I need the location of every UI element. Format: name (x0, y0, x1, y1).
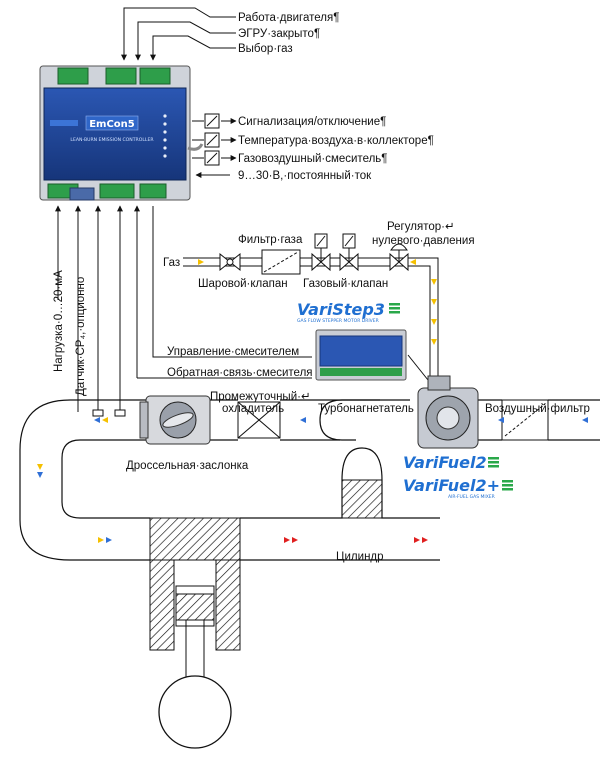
air-filter-icon (501, 399, 549, 441)
varifuel2-brand: VariFuel2 (403, 453, 487, 472)
mixer-feedback-label: Обратная·связь·смесителя (167, 367, 313, 379)
varistep-driver (315, 329, 407, 381)
ball-valve-icon (219, 252, 241, 272)
throttle-label: Дроссельная·заслонка (126, 460, 249, 472)
ball-valve-label: Шаровой·клапан (198, 278, 288, 290)
intercooler-label-line2: охладитель (222, 403, 284, 415)
varifuel2plus-logo-icon (502, 480, 513, 491)
cylinder-label: Цилиндр (336, 551, 384, 563)
relay-icons (204, 113, 220, 166)
top-signal-lines (121, 7, 236, 61)
intercooler-icon (237, 401, 281, 439)
alarm-output-label: Сигнализация/отключение¶ (238, 116, 386, 128)
engine-run-signal-label: Работа·двигателя¶ (238, 12, 339, 24)
mixer-output-label: Газовоздушный·смеситель¶ (238, 153, 387, 165)
air-temp-output-label: Температура·воздуха·в·коллекторе¶ (238, 135, 434, 147)
exhaust-manifold (341, 479, 383, 519)
mixer-control-label: Управление·смесителем (167, 346, 299, 358)
intercooler-label-line1: Промежуточный·↵ (210, 391, 311, 403)
emcon-controller: EmCon5 LEAN-BURN EMISSION CONTROLLER (39, 65, 204, 201)
varifuel2plus-brand: VariFuel2+ (403, 476, 500, 495)
gas-label: Газ (163, 257, 180, 269)
load-input-label: Нагрузка·0…20·мА (53, 270, 65, 372)
varifuel-caption: AIR-FUEL GAS MIXER (448, 494, 495, 500)
varifuel2-logo-icon (488, 457, 499, 468)
egr-closed-signal-label: ЭГРУ·закрыто¶ (238, 28, 320, 40)
throttle-valve-icon (139, 395, 211, 445)
varifuel-mixer-icon (417, 375, 479, 449)
regulator-label-line1: Регулятор·↵ (387, 221, 455, 233)
varistep-brand: VariStep3 (297, 300, 385, 319)
air-filter-label: Воздушный·фильтр (485, 403, 590, 415)
zero-pressure-regulator-icon (389, 243, 409, 272)
air-flow-arrows (37, 417, 588, 543)
gas-flow-arrows (198, 259, 437, 345)
gas-filter-label: Фильтр·газа (238, 234, 303, 246)
intake-pipe (19, 399, 600, 561)
gas-filter-icon (261, 249, 301, 275)
gas-valve-label: Газовый·клапан (303, 278, 388, 290)
gas-valve-icon (311, 233, 359, 272)
controller-brand: EmCon5 (89, 119, 135, 130)
right-output-lines (192, 118, 237, 178)
regulator-label-line2: нулевого·давления (372, 235, 475, 247)
varistep-caption: GAS FLOW STEPPER MOTOR DRIVER (297, 318, 379, 324)
engine-cylinder (149, 517, 241, 749)
varistep-logo-icon (389, 303, 400, 314)
sensor-taps (92, 409, 126, 417)
left-input-lines (55, 205, 312, 412)
controller-subtitle: LEAN-BURN EMISSION CONTROLLER (70, 137, 154, 143)
turbocharger-label: Турбонагнетатель (318, 403, 414, 415)
gas-select-signal-label: Выбор·газ (238, 43, 293, 55)
ch4-sensor-label: Датчик·CP₄,·опционно (75, 277, 87, 396)
power-supply-label: 9…30·В,·постоянный·ток (238, 170, 372, 182)
